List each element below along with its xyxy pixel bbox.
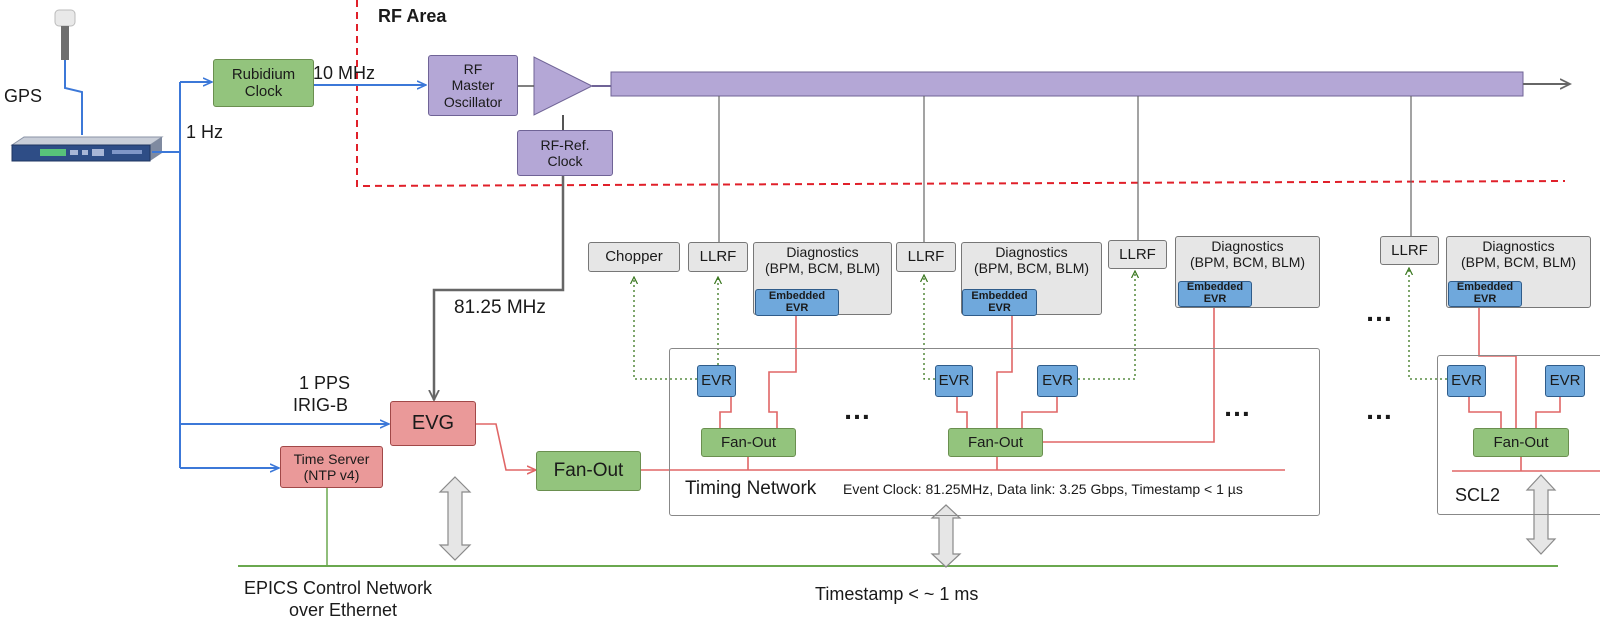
evr-label: EVR <box>1451 372 1482 390</box>
timing-network-title: Timing Network <box>685 478 817 499</box>
rf-master-oscillator: RF Master Oscillator <box>428 55 518 116</box>
evr-4: EVR <box>1447 365 1486 397</box>
evg-label: EVG <box>411 412 455 434</box>
scl2-frame <box>1437 355 1600 515</box>
llrf-label: LLRF <box>1391 241 1428 259</box>
fanout-label: Fan-Out <box>1493 433 1549 451</box>
ellipsis-3: … <box>1365 296 1395 327</box>
rf-distribution-line <box>610 71 1524 97</box>
evr-label: EVR <box>701 372 732 390</box>
embedded-evr-line1: Embedded <box>1456 281 1514 294</box>
llrf-label: LLRF <box>907 248 945 266</box>
embedded-evr-line1: Embedded <box>971 289 1028 302</box>
fanout-main-label: Fan-Out <box>553 460 624 482</box>
gps-antenna-icon <box>54 9 83 135</box>
evr-3: EVR <box>1037 365 1078 397</box>
ellipsis-1: … <box>843 394 873 425</box>
diagnostics-line2: (BPM, BCM, BLM) <box>973 260 1090 277</box>
rf-area-title: RF Area <box>378 6 447 26</box>
evr-2: EVR <box>935 365 973 397</box>
rf-master-line1: RF <box>463 61 483 78</box>
embedded-evr-line1: Embedded <box>768 289 826 302</box>
evr-label: EVR <box>1042 372 1073 390</box>
signal-pps-label: 1 PPS <box>299 373 351 393</box>
embedded-evr-line2: EVR <box>1203 293 1227 305</box>
rf-amplifier-icon <box>533 56 594 116</box>
embedded-evr-line2: EVR <box>1473 293 1497 305</box>
rf-master-line2: Master <box>451 77 495 94</box>
chopper-label: Chopper <box>605 248 663 266</box>
llrf-label: LLRF <box>1119 245 1156 263</box>
rf-ref-line2: Clock <box>547 153 583 169</box>
embedded-evr-line1: Embedded <box>1186 281 1244 294</box>
evg: EVG <box>390 401 476 446</box>
signal-10mhz-label: 10 MHz <box>313 63 376 83</box>
diagnostics-line2: (BPM, BCM, BLM) <box>1460 254 1577 271</box>
diagnostics-line1: Diagnostics <box>1211 238 1284 254</box>
embedded-evr-2: Embedded EVR <box>962 289 1037 316</box>
ellipsis-2: … <box>1223 391 1253 422</box>
signal-irig-label: IRIG-B <box>293 395 349 415</box>
embedded-evr-line2: EVR <box>988 301 1011 314</box>
rf-master-line3: Oscillator <box>443 93 503 110</box>
rf-area-boundary <box>356 0 1566 188</box>
llrf-2: LLRF <box>896 242 956 272</box>
embedded-evr-line2: EVR <box>785 301 809 314</box>
fanout-1: Fan-Out <box>701 428 796 457</box>
fanout-3: Fan-Out <box>1473 428 1569 457</box>
fanout-main: Fan-Out <box>536 451 641 491</box>
time-server-line2: (NTP v4) <box>303 467 360 483</box>
rubidium-clock-line1: Rubidium <box>231 65 296 83</box>
evr-label: EVR <box>1549 372 1581 390</box>
diagnostics-line1: Diagnostics <box>995 244 1068 260</box>
embedded-evr-3: Embedded EVR <box>1178 281 1252 307</box>
rubidium-clock-line2: Clock <box>244 83 283 100</box>
timing-network-frame <box>669 348 1320 516</box>
llrf-3: LLRF <box>1108 240 1167 269</box>
timestamp-ms-label: Timestamp < ~ 1 ms <box>815 584 979 604</box>
diagnostics-line1: Diagnostics <box>1482 238 1555 254</box>
epics-line2: over Ethernet <box>289 600 398 620</box>
epics-line1: EPICS Control Network <box>244 578 433 598</box>
time-server-line1: Time Server <box>293 450 370 467</box>
rubidium-clock: Rubidium Clock <box>213 59 314 107</box>
evr-1: EVR <box>697 365 736 397</box>
gps-label: GPS <box>4 86 43 106</box>
diagnostics-line1: Diagnostics <box>786 244 859 260</box>
embedded-evr-1: Embedded EVR <box>755 289 839 316</box>
time-server: Time Server (NTP v4) <box>280 446 383 488</box>
llrf-label: LLRF <box>699 248 737 266</box>
diagnostics-line2: (BPM, BCM, BLM) <box>1189 254 1306 271</box>
llrf-1: LLRF <box>688 242 748 272</box>
llrf-4: LLRF <box>1380 236 1439 265</box>
diagnostics-line2: (BPM, BCM, BLM) <box>764 260 881 277</box>
evr-label: EVR <box>938 372 970 390</box>
gps-receiver-icon <box>10 136 164 162</box>
evr-5: EVR <box>1545 365 1585 397</box>
chopper: Chopper <box>588 242 680 272</box>
signal-8125mhz-label: 81.25 MHz <box>454 297 546 318</box>
rf-ref-line1: RF-Ref. <box>540 136 590 153</box>
fanout-2: Fan-Out <box>948 428 1043 457</box>
fanout-label: Fan-Out <box>967 433 1024 451</box>
rf-ref-clock: RF-Ref. Clock <box>517 130 613 176</box>
embedded-evr-4: Embedded EVR <box>1448 281 1522 307</box>
signal-1hz-label: 1 Hz <box>186 122 224 142</box>
ellipsis-4: … <box>1365 394 1395 425</box>
scl2-label: SCL2 <box>1455 485 1501 505</box>
timing-network-details: Event Clock: 81.25MHz, Data link: 3.25 G… <box>843 481 1243 497</box>
fanout-label: Fan-Out <box>720 433 777 451</box>
